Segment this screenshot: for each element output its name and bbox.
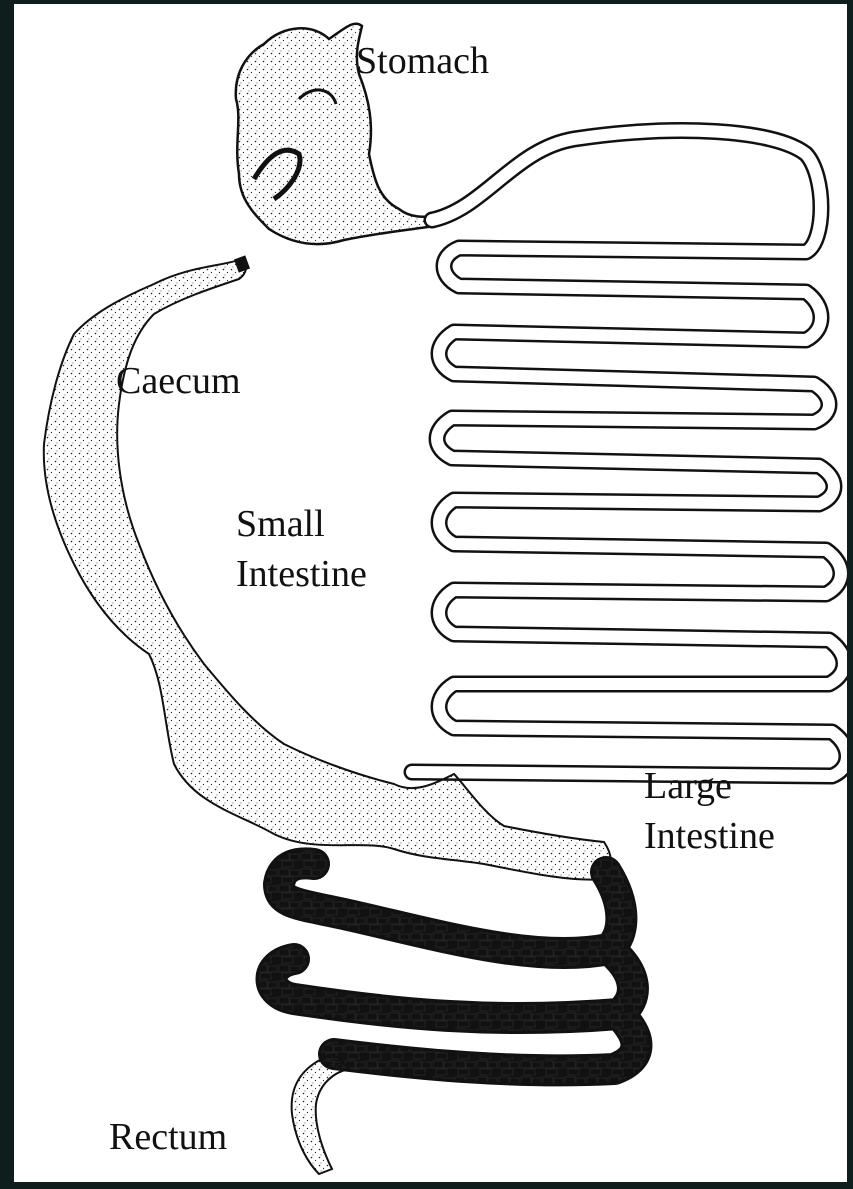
diagram-canvas: Stomach Caecum Small Intestine Large Int… [14,4,847,1182]
large-intestine-label: Large Intestine [644,761,775,861]
rectum-label: Rectum [109,1112,227,1162]
stomach-label: Stomach [356,36,489,86]
rectum-shape [292,1054,349,1174]
small-intestine-label: Small Intestine [236,499,367,599]
large-intestine-shape [272,863,637,1070]
digestive-tract-drawing [14,4,847,1182]
caecum-label: Caecum [116,356,241,406]
